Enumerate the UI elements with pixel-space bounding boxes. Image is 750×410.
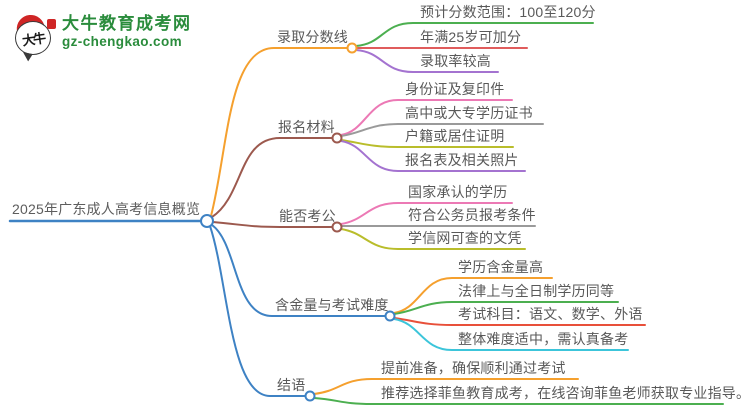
branch-node-value-and-difficulty[interactable]: 含金量与考试难度 (275, 297, 389, 313)
connector-id-card (340, 99, 513, 136)
leaf-node-diploma[interactable]: 高中或大专学历证书 (405, 105, 533, 121)
logo-bubble-circle: 大牛 (15, 21, 51, 55)
leaf-node-legal-equivalent[interactable]: 法律上与全日制学历同等 (458, 283, 615, 299)
logo-seal-icon (47, 19, 56, 29)
leaf-node-eligibility-conditions[interactable]: 符合公务员报考条件 (408, 207, 536, 223)
logo-text-block: 大牛教育成考网 gz-chengkao.com (62, 14, 192, 50)
connector-residence-proof (340, 139, 514, 148)
connector-legal-equivalent (393, 301, 619, 315)
logo-bubble-text: 大牛 (21, 30, 46, 48)
connector-admission-rate (355, 49, 499, 73)
leaf-node-photos[interactable]: 报名表及相关照片 (405, 152, 519, 168)
branch-node-conclusion[interactable]: 结语 (277, 377, 306, 393)
site-logo[interactable]: 大牛 大牛教育成考网 gz-chengkao.com (14, 8, 192, 62)
leaf-node-age-bonus[interactable]: 年满25岁可加分 (420, 29, 522, 45)
branch-node-civil-service-eligibility[interactable]: 能否考公 (279, 208, 336, 224)
logo-title: 大牛教育成考网 (62, 14, 192, 33)
leaf-node-residence-proof[interactable]: 户籍或居住证明 (405, 128, 505, 144)
connector-root-value-difficulty (211, 224, 386, 317)
root-node-circle[interactable] (200, 214, 214, 228)
leaf-node-exam-subjects[interactable]: 考试科目：语文、数学、外语 (458, 306, 643, 322)
branch-node-application-materials[interactable]: 报名材料 (278, 119, 335, 135)
materials-node-circle[interactable] (331, 132, 343, 144)
leaf-node-id-card[interactable]: 身份证及复印件 (405, 81, 505, 97)
value-difficulty-node-circle[interactable] (384, 310, 396, 322)
connector-photos (340, 140, 526, 172)
connector-overall-difficulty (393, 318, 629, 351)
connector-score-range (355, 22, 594, 47)
leaf-node-score-range[interactable]: 预计分数范围：100至120分 (420, 4, 596, 20)
connector-recommendation (313, 397, 724, 405)
connector-state-recognized (340, 202, 513, 225)
connector-high-value (393, 277, 553, 314)
logo-bubble-icon: 大牛 (14, 13, 56, 62)
leaf-node-state-recognized[interactable]: 国家承认的学历 (408, 184, 508, 200)
leaf-node-admission-rate[interactable]: 录取率较高 (420, 53, 491, 69)
leaf-node-xuexin-verifiable[interactable]: 学信网可查的文凭 (408, 230, 522, 246)
connector-root-civil-service (212, 221, 333, 228)
leaf-node-high-value[interactable]: 学历含金量高 (458, 259, 544, 275)
leaf-node-prepare-early[interactable]: 提前准备，确保顺利通过考试 (381, 360, 566, 376)
connector-root-materials (211, 137, 333, 218)
leaf-node-recommendation[interactable]: 推荐选择菲鱼教育成考，在线咨询菲鱼老师获取专业指导。 (381, 385, 750, 401)
connector-diploma (340, 123, 544, 137)
logo-domain: gz-chengkao.com (62, 34, 183, 49)
connector-xuexin-verifiable (340, 228, 526, 250)
connector-root-score-line (210, 47, 348, 217)
leaf-node-overall-difficulty[interactable]: 整体难度适中，需认真备考 (458, 331, 629, 347)
root-topic-label[interactable]: 2025年广东成人高考信息概览 (12, 201, 201, 217)
connector-prepare-early (313, 378, 579, 395)
civil-service-node-circle[interactable] (331, 221, 343, 233)
connector-root-conclusion (209, 225, 306, 397)
branch-node-score-line[interactable]: 录取分数线 (277, 29, 348, 45)
score-line-node-circle[interactable] (346, 42, 358, 54)
connector-exam-subjects (393, 317, 646, 326)
conclusion-node-circle[interactable] (304, 390, 316, 402)
